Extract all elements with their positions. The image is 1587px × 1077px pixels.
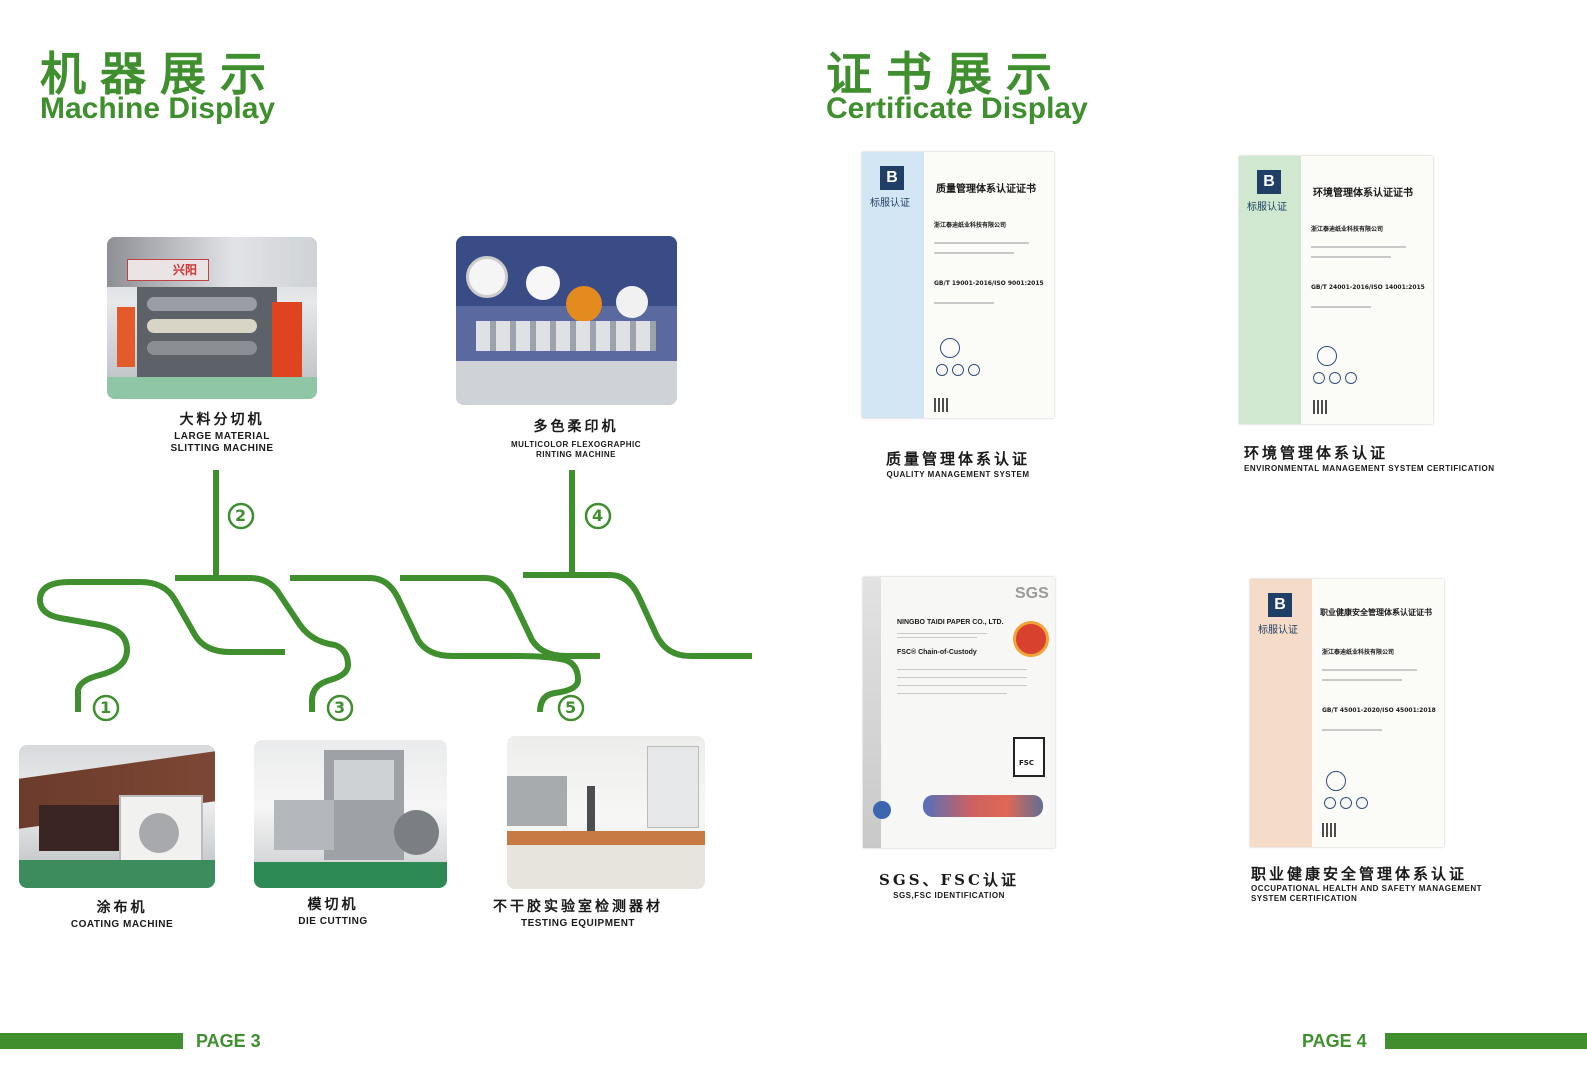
caption-cert-sgs-cn: SGS、FSC认证 (879, 871, 1019, 889)
caption-cert-quality-cn: 质量管理体系认证 (885, 450, 1030, 468)
caption-cert-occupational-en1: OCCUPATIONAL HEALTH AND SAFETY MANAGEMEN… (1251, 884, 1483, 893)
machine-sign-text: 兴阳 (173, 263, 198, 277)
sgs-seal-icon (1013, 621, 1049, 657)
caption-slitting-en2: SLITTING MACHINE (170, 443, 274, 454)
caption-cert-sgs-en: SGS,FSC IDENTIFICATION (893, 891, 1005, 900)
page-number-right: PAGE 4 (1302, 1031, 1367, 1051)
cert-quality-company: 浙江泰迪纸业科技有限公司 (934, 222, 1007, 229)
page-number-left: PAGE 3 (196, 1031, 261, 1051)
cert-occupational: B 标服认证 职业健康安全管理体系认证证书 浙江泰迪纸业科技有限公司 GB/T … (1250, 579, 1444, 847)
cert-logo-text: 标服认证 (1258, 625, 1298, 636)
caption-testing-cn: 不干胶实验室检测器材 (493, 899, 663, 915)
caption-slitting-cn: 大料分切机 (179, 412, 265, 428)
caption-cert-occupational-cn: 职业健康安全管理体系认证 (1251, 865, 1468, 883)
caption-coating-cn: 涂布机 (96, 900, 148, 916)
cert-logo-text: 标服认证 (1247, 202, 1287, 213)
cert-quality-standard: GB/T 19001-2016/ISO 9001:2015 (934, 280, 1044, 287)
flow-path-3 (290, 575, 582, 713)
process-flow-lines (36, 470, 752, 722)
caption-slitting-en1: LARGE MATERIAL (174, 431, 270, 442)
caption-testing-en1: TESTING EQUIPMENT (520, 918, 636, 929)
step-number-1: 1 (100, 698, 112, 717)
flexo-machine-photo (456, 236, 677, 405)
cert-sgs-fsc: SGS NINGBO TAIDI PAPER CO., LTD. FSC® Ch… (863, 577, 1055, 848)
cert-occupational-heading: 职业健康安全管理体系认证证书 (1320, 608, 1432, 617)
cert-fsc-coc: FSC® Chain-of-Custody (897, 649, 977, 656)
step-number-4: 4 (592, 506, 604, 525)
cert-logo-text: 标服认证 (870, 198, 910, 209)
footer-bar-left (0, 1033, 183, 1049)
caption-cert-quality-en: QUALITY MANAGEMENT SYSTEM (886, 470, 1030, 479)
caption-cert-occupational-en2: SYSTEM CERTIFICATION (1251, 894, 1358, 903)
caption-cert-environment-cn: 环境管理体系认证 (1244, 444, 1389, 462)
caption-flexo: 多色柔印机 MULTICOLOR FLEXOGRAPHIC RINTING MA… (466, 416, 686, 460)
qr-code-icon (934, 398, 948, 412)
step-marker-1 (92, 694, 120, 722)
caption-cert-quality: 质量管理体系认证 QUALITY MANAGEMENT SYSTEM (858, 448, 1058, 481)
caption-cert-occupational: 职业健康安全管理体系认证 OCCUPATIONAL HEALTH AND SAF… (1251, 863, 1511, 904)
slitting-machine-photo: 兴阳 (107, 237, 317, 399)
flow-path-1 (36, 579, 285, 712)
caption-die-cutting-en1: DIE CUTTING (298, 916, 368, 927)
caption-cert-environment: 环境管理体系认证 ENVIRONMENTAL MANAGEMENT SYSTEM… (1244, 442, 1504, 475)
qr-code-icon (1313, 400, 1327, 414)
cert-occupational-standard: GB/T 45001-2020/ISO 45001:2018 (1322, 707, 1436, 714)
fsc-logo-text: FSC (1019, 759, 1034, 767)
die-cutting-photo (254, 740, 447, 888)
cert-environment-heading: 环境管理体系认证证书 (1313, 188, 1413, 199)
caption-slitting: 大料分切机 LARGE MATERIAL SLITTING MACHINE (122, 409, 322, 455)
caption-testing: 不干胶实验室检测器材 TESTING EQUIPMENT (478, 896, 678, 930)
step-number-2: 2 (235, 506, 247, 525)
step-marker-3 (326, 694, 354, 722)
certificate-title-cn: 证书展示 (826, 47, 1066, 101)
cert-logo-icon: B (1257, 170, 1281, 194)
globe-icon (873, 801, 891, 819)
cert-environment: B 标服认证 环境管理体系认证证书 浙江泰迪纸业科技有限公司 GB/T 2400… (1239, 156, 1433, 424)
flow-path-2 (175, 470, 352, 712)
flow-path-4 (400, 575, 600, 659)
machine-title-cn: 机器展示 (40, 47, 280, 101)
step-marker-4 (584, 502, 612, 530)
sgs-logo: SGS (1015, 585, 1049, 602)
step-marker-2 (227, 502, 255, 530)
fsc-logo-icon (1013, 737, 1045, 777)
caption-cert-environment-en: ENVIRONMENTAL MANAGEMENT SYSTEM CERTIFIC… (1244, 464, 1495, 473)
step-marker-5 (557, 694, 585, 722)
cert-logo-icon: B (1268, 593, 1292, 617)
flow-path-5 (523, 470, 752, 659)
step-number-3: 3 (334, 698, 346, 717)
caption-flexo-cn: 多色柔印机 (533, 419, 619, 435)
cert-environment-company: 浙江泰迪纸业科技有限公司 (1311, 226, 1384, 233)
cert-sgs-company: NINGBO TAIDI PAPER CO., LTD. (897, 619, 1004, 626)
caption-coating: 涂布机 COATING MACHINE (22, 897, 222, 931)
cert-quality: B 标服认证 质量管理体系认证证书 浙江泰迪纸业科技有限公司 GB/T 1900… (862, 152, 1054, 418)
bird-decoration-icon (923, 795, 1043, 817)
certificate-title-en: Certificate Display (826, 92, 1088, 125)
cert-quality-heading: 质量管理体系认证证书 (936, 184, 1036, 195)
cert-environment-standard: GB/T 24001-2016/ISO 14001:2015 (1311, 284, 1425, 291)
caption-die-cutting-cn: 模切机 (307, 897, 359, 913)
machine-title-en: Machine Display (40, 92, 276, 125)
coating-machine-photo (19, 745, 215, 888)
caption-flexo-en2: RINTING MACHINE (536, 450, 616, 459)
footer-bar-right (1385, 1033, 1587, 1049)
caption-cert-sgs: SGS、FSC认证 SGS,FSC IDENTIFICATION (849, 869, 1049, 902)
caption-flexo-en1: MULTICOLOR FLEXOGRAPHIC (510, 440, 641, 449)
cert-occupational-company: 浙江泰迪纸业科技有限公司 (1322, 649, 1395, 656)
testing-equipment-photo (507, 736, 705, 889)
qr-code-icon (1322, 823, 1336, 837)
step-number-5: 5 (565, 698, 577, 717)
cert-logo-icon: B (880, 166, 904, 190)
caption-coating-en1: COATING MACHINE (70, 919, 174, 930)
caption-die-cutting: 模切机 DIE CUTTING (233, 894, 433, 928)
